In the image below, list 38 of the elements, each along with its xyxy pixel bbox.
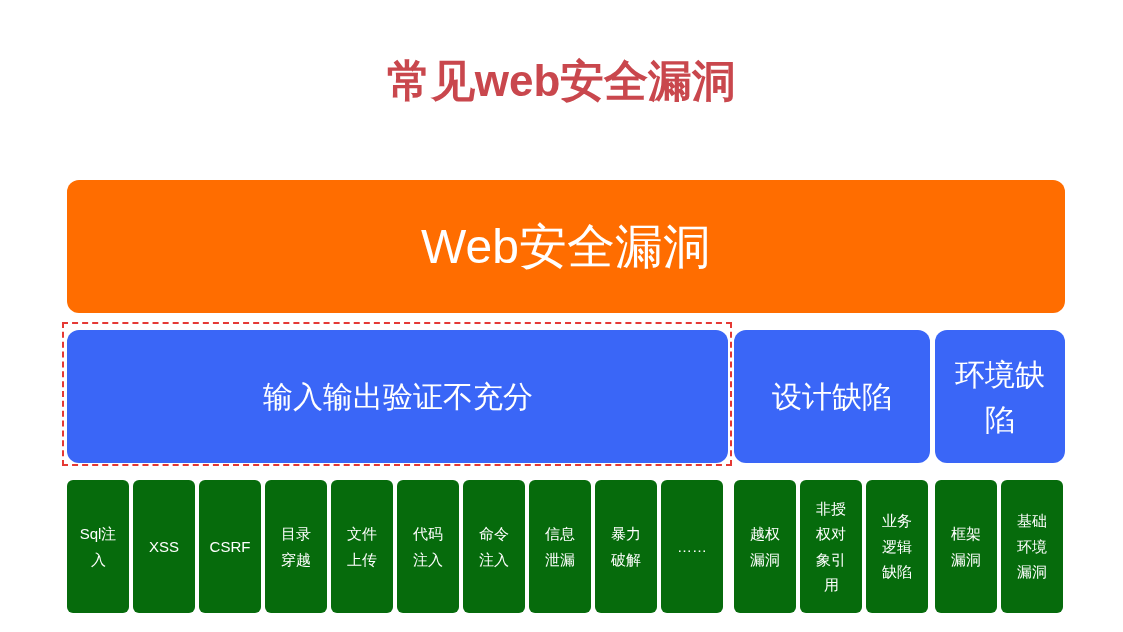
- vulnerability-label: 越权漏洞: [749, 524, 781, 570]
- category-label: 设计缺陷: [771, 379, 893, 415]
- vulnerability-box: [331, 480, 393, 613]
- vulnerability-box: [935, 480, 997, 613]
- vulnerability-label: 基础环境漏洞: [1016, 511, 1048, 583]
- vulnerability-label: XSS: [148, 536, 180, 557]
- vulnerability-box: [133, 480, 195, 613]
- vulnerability-label: 代码注入: [412, 524, 444, 570]
- category-box: [935, 330, 1065, 463]
- vulnerability-box: [463, 480, 525, 613]
- vulnerability-label: 命令注入: [478, 524, 510, 570]
- vulnerability-box: [67, 480, 129, 613]
- vulnerability-label: CSRF: [208, 536, 252, 557]
- vulnerability-label: 业务逻辑缺陷: [881, 511, 913, 583]
- vulnerability-box: [734, 480, 796, 613]
- banner-title: Web安全漏洞: [421, 218, 711, 275]
- vulnerability-box: [265, 480, 327, 613]
- category-box: [734, 330, 930, 463]
- category-banner: [67, 180, 1065, 313]
- vulnerability-box: [800, 480, 862, 613]
- vulnerability-box: [397, 480, 459, 613]
- vulnerability-label: ……: [676, 536, 708, 557]
- category-label: 环境缺陷: [954, 356, 1046, 438]
- vulnerability-box: [529, 480, 591, 613]
- vulnerability-box: [866, 480, 928, 613]
- vulnerability-box: [1001, 480, 1063, 613]
- vulnerability-label: 框架漏洞: [950, 524, 982, 570]
- vulnerability-box: [661, 480, 723, 613]
- vulnerability-label: 目录穿越: [280, 524, 312, 570]
- vulnerability-label: 暴力破解: [610, 524, 642, 570]
- category-label: 输入输出验证不充分: [261, 379, 534, 415]
- diagram-title: 常见web安全漏洞: [386, 55, 737, 107]
- vulnerability-label: Sql注入: [78, 524, 118, 570]
- vulnerability-label: 非授权对象引用: [815, 498, 847, 595]
- vulnerability-label: 文件上传: [346, 524, 378, 570]
- vulnerability-box: [199, 480, 261, 613]
- vulnerability-box: [595, 480, 657, 613]
- vulnerability-label: 信息泄漏: [544, 524, 576, 570]
